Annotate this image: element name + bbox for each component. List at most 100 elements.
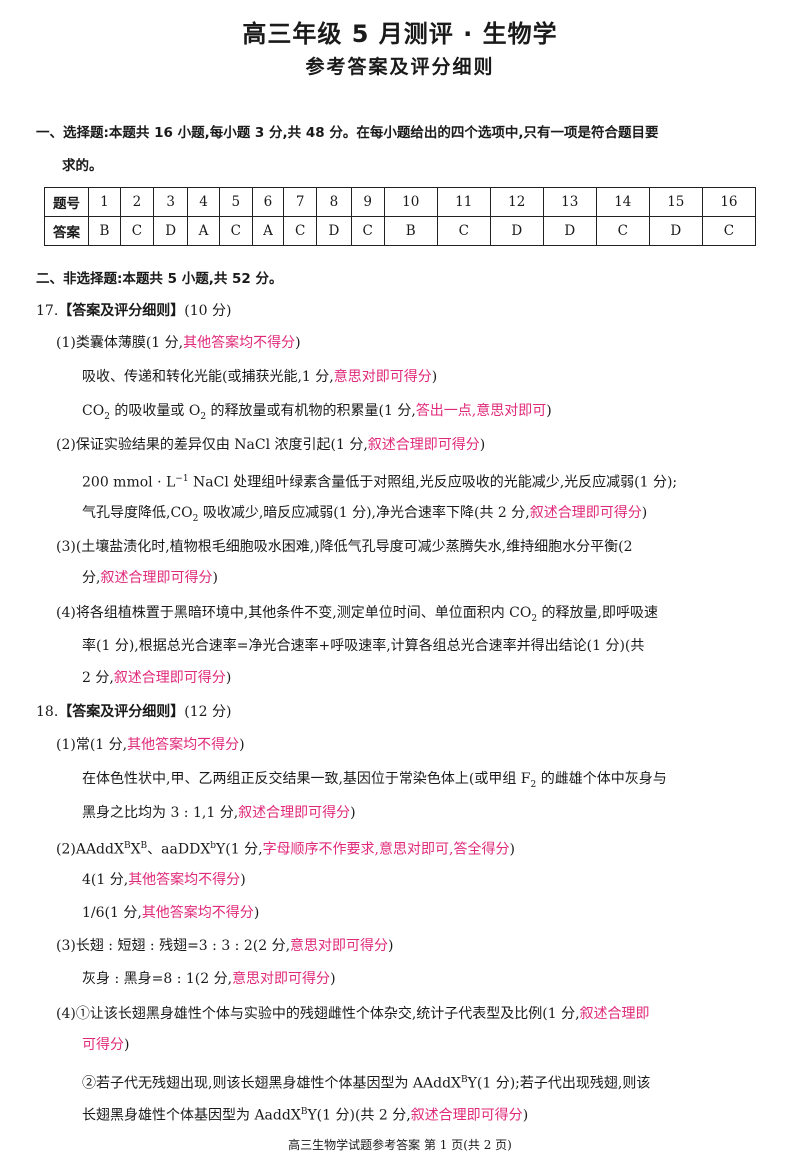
- text: ): [350, 805, 356, 821]
- q18-label: 【答案及评分细则】: [58, 704, 185, 720]
- text: 黑身之比均为 3 : 1,1 分,: [82, 805, 239, 821]
- section1-heading-cont: 求的。: [62, 158, 103, 174]
- table-cell: A: [251, 216, 285, 246]
- question-number-row: 题号 1 2 3 4 5 6 7 8 9 10 11 12 13 14 15 1…: [44, 187, 757, 217]
- answer-row: 答案 B C D A C A C D C B C D D C D C: [44, 216, 757, 246]
- scoring-note: 意思对即可得分: [232, 971, 331, 987]
- table-cell: 10: [383, 187, 438, 217]
- text: 吸收、传递和转化光能(或捕获光能,1 分,: [82, 369, 334, 385]
- table-cell: D: [489, 216, 544, 246]
- text: ): [431, 369, 438, 385]
- page-footer: 高三生物学试题参考答案 第 1 页(共 2 页): [288, 1138, 512, 1152]
- table-cell: C: [595, 216, 650, 246]
- scoring-note: 叙述合理即: [579, 1006, 650, 1022]
- subscript: 2: [531, 613, 538, 624]
- q17-line-6: 气孔导度降低,CO2 吸收减少,暗反应减弱(1 分),净光合速率下降(共 2 分…: [82, 503, 647, 529]
- scoring-note: 其他答案均不得分: [128, 872, 241, 888]
- page-subtitle: 参考答案及评分细则: [305, 56, 495, 78]
- table-cell: D: [316, 216, 352, 246]
- text: Y(1 分,: [216, 841, 263, 858]
- scoring-note: 叙述合理即可得分: [113, 670, 226, 686]
- q18-line-11: ②若子代无残翅出现,则该长翅黑身雄性个体基因型为 AAddXBY(1 分);若子…: [82, 1070, 650, 1094]
- table-cell: 14: [595, 187, 650, 217]
- text: X: [130, 841, 141, 858]
- text: ): [240, 872, 246, 888]
- text: 的释放量或有机物的积累量(1 分,: [206, 403, 416, 419]
- text: ): [509, 841, 515, 858]
- row-label-number: 题号: [44, 187, 89, 217]
- table-cell: A: [187, 216, 220, 246]
- q17-line-3: CO2 的吸收量或 O2 的释放量或有机物的积累量(1 分,答出一点,意思对即可…: [82, 401, 552, 427]
- q17-points: (10 分): [184, 303, 232, 319]
- table-cell: 2: [119, 187, 154, 217]
- table-cell: 6: [251, 187, 285, 217]
- q18-line-12: 长翅黑身雄性个体基因型为 AaddXBY(1 分)(共 2 分,叙述合理即可得分…: [82, 1102, 528, 1126]
- text: 在体色性状中,甲、乙两组正反交结果一致,基因位于常染色体上(或甲组 F: [82, 771, 531, 787]
- text: 、aaDDX: [147, 841, 211, 858]
- q18-line-5: 4(1 分,其他答案均不得分): [82, 870, 246, 890]
- table-cell: 1: [88, 187, 121, 217]
- text: 1/6(1 分,: [82, 905, 142, 921]
- text: ): [479, 437, 486, 453]
- table-cell: 9: [350, 187, 385, 217]
- text: (3)长翅 : 短翅 : 残翅=3 : 3 : 2(2 分,: [56, 938, 291, 954]
- text: NaCl 处理组叶绿素含量低于对照组,光反应吸收的光能减少,光反应减弱(1 分)…: [188, 474, 678, 491]
- text: (2)AAddX: [56, 841, 124, 858]
- text: CO: [82, 403, 105, 419]
- q18-header: 18.【答案及评分细则】(12 分): [36, 702, 231, 722]
- text: 的释放量,即呼吸速: [537, 605, 659, 621]
- table-cell: C: [436, 216, 491, 246]
- scoring-note: 叙述合理即可得分: [100, 570, 213, 586]
- q17-line-2: 吸收、传递和转化光能(或捕获光能,1 分,意思对即可得分): [82, 367, 437, 387]
- text: ): [522, 1107, 529, 1124]
- table-cell: 11: [436, 187, 491, 217]
- text: 的雌雄个体中灰身与: [536, 771, 667, 787]
- text: ): [330, 971, 336, 987]
- scoring-note: 叙述合理即可得分: [238, 805, 351, 821]
- text: (1)类囊体薄膜(1 分,: [56, 335, 184, 351]
- q17-line-5: 200 mmol · L−1 NaCl 处理组叶绿素含量低于对照组,光反应吸收的…: [82, 469, 677, 493]
- text: ): [239, 737, 245, 753]
- text: ): [212, 570, 218, 586]
- table-cell: B: [383, 216, 438, 246]
- q17-line-8: 分,叙述合理即可得分): [82, 568, 218, 588]
- scoring-note: 字母顺序不作要求,意思对即可,答全得分: [262, 841, 510, 858]
- superscript: B: [123, 841, 131, 851]
- superscript: B: [461, 1075, 468, 1085]
- row-label-answer: 答案: [44, 216, 89, 246]
- scoring-note: 其他答案均不得分: [183, 335, 296, 351]
- scoring-note: 叙述合理即可得分: [529, 505, 642, 521]
- table-cell: 16: [701, 187, 757, 217]
- text: (2)保证实验结果的差异仅由 NaCl 浓度引起(1 分,: [56, 437, 368, 453]
- table-cell: D: [152, 216, 189, 246]
- text: Y(1 分);若子代出现残翅,则该: [467, 1075, 651, 1092]
- text: ): [295, 335, 301, 351]
- text: ): [124, 1037, 130, 1053]
- text: 分,: [82, 570, 101, 586]
- scoring-note: 其他答案均不得分: [141, 905, 254, 921]
- q18-line-4: (2)AAddXBXB、aaDDXbY(1 分,字母顺序不作要求,意思对即可,答…: [56, 836, 515, 860]
- subscript: 2: [530, 779, 537, 790]
- table-cell: B: [88, 216, 121, 246]
- scoring-note: 叙述合理即可得分: [367, 437, 480, 453]
- section1-heading: 一、选择题:本题共 16 小题,每小题 3 分,共 48 分。在每小题给出的四个…: [36, 125, 659, 141]
- page-title: 高三年级 5 月测评 · 生物学: [242, 20, 558, 48]
- table-cell: 7: [283, 187, 318, 217]
- text: 4(1 分,: [82, 872, 129, 888]
- text: ②若子代无残翅出现,则该长翅黑身雄性个体基因型为 AAddX: [82, 1075, 462, 1092]
- text: 的吸收量或 O: [109, 403, 201, 419]
- scoring-note: 意思对即可得分: [333, 369, 432, 385]
- scoring-note: 可得分: [82, 1037, 124, 1053]
- text: ): [225, 670, 232, 686]
- scoring-note: 其他答案均不得分: [127, 737, 240, 753]
- scoring-note: 意思对即可得分: [290, 938, 389, 954]
- q17-line-9: (4)将各组植株置于黑暗环境中,其他条件不变,测定单位时间、单位面积内 CO2 …: [56, 603, 658, 629]
- superscript: B: [300, 1107, 308, 1117]
- q18-line-8: 灰身 : 黑身=8 : 1(2 分,意思对即可得分): [82, 969, 336, 989]
- table-cell: 12: [489, 187, 544, 217]
- text: ): [253, 905, 260, 921]
- text: 长翅黑身雄性个体基因型为 AaddX: [82, 1107, 301, 1124]
- table-cell: C: [701, 216, 757, 246]
- subscript: 2: [200, 411, 207, 422]
- q18-line-7: (3)长翅 : 短翅 : 残翅=3 : 3 : 2(2 分,意思对即可得分): [56, 936, 394, 956]
